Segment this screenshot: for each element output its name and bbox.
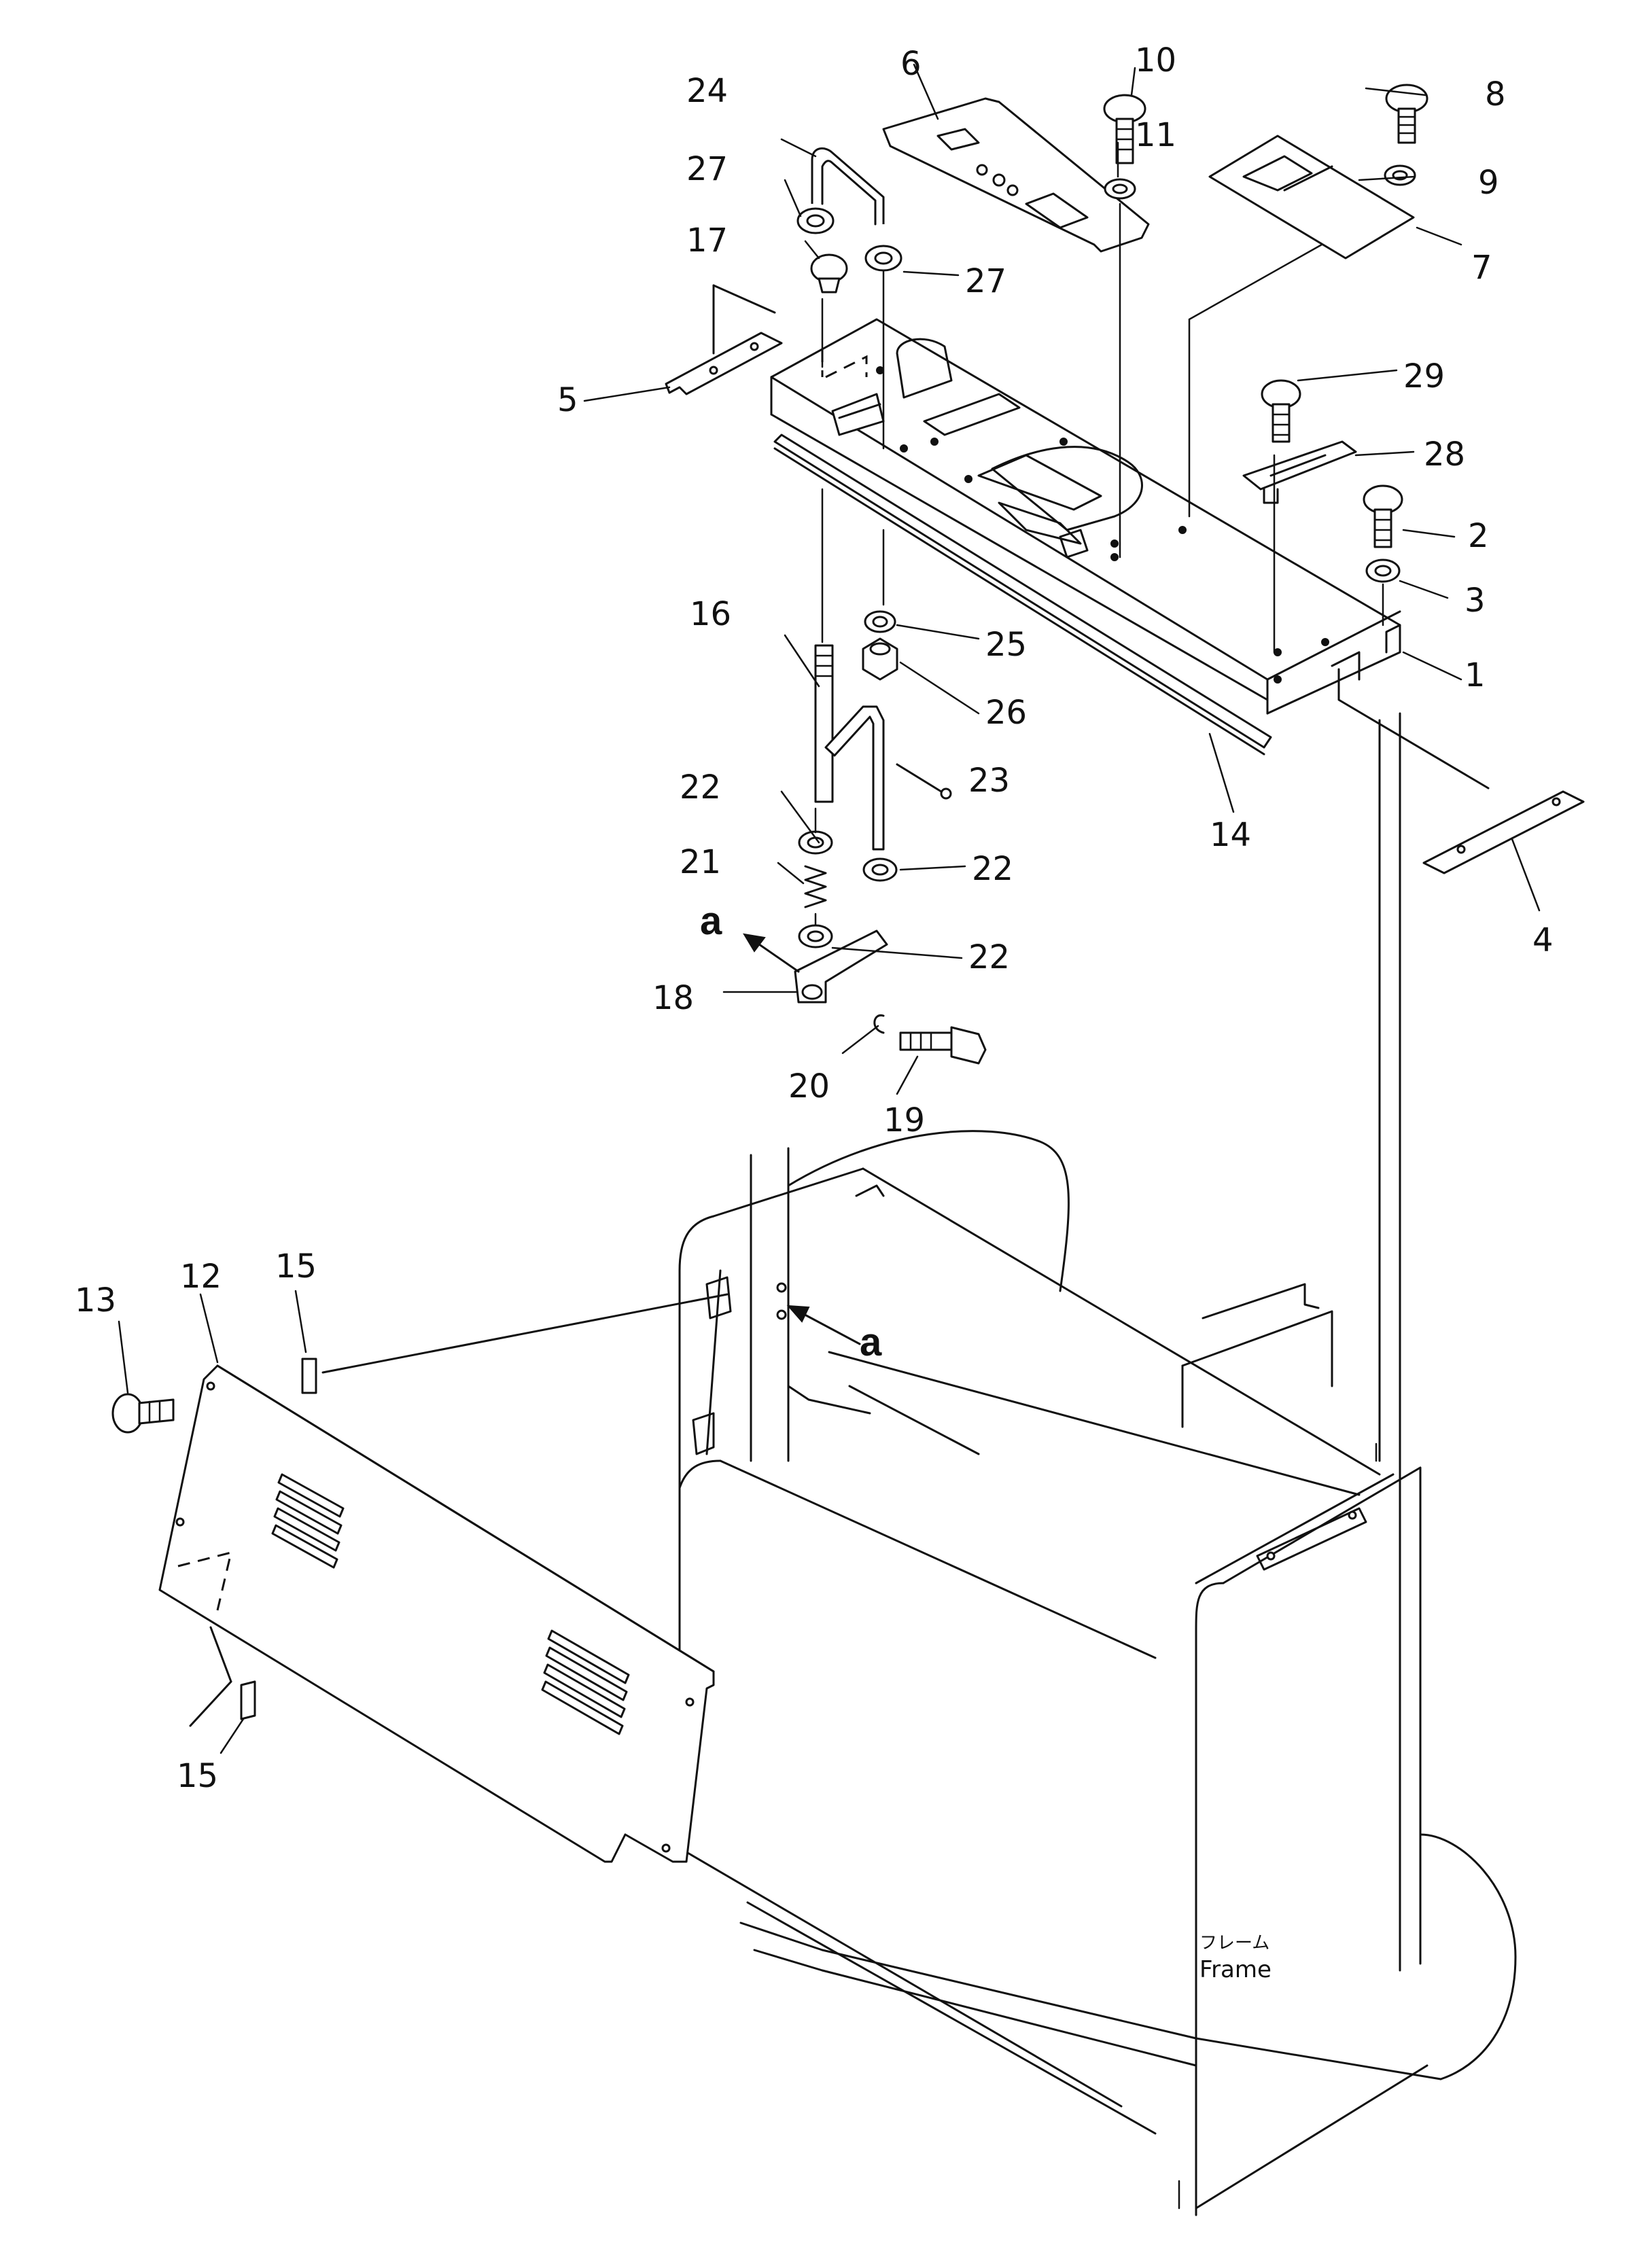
label-11: 11	[1135, 116, 1176, 154]
label-19: 19	[883, 1101, 925, 1139]
label-20: 20	[788, 1067, 830, 1105]
fastener-parts	[111, 84, 1585, 1863]
label-10: 10	[1135, 41, 1176, 79]
label-7: 7	[1471, 249, 1492, 287]
label-6: 6	[900, 45, 922, 83]
part-number-labels: 1 2 3 4 5 6 7 8 9 10 11 12 13 14 15 15 1…	[75, 41, 1554, 1983]
label-18: 18	[652, 979, 694, 1017]
label-12: 12	[180, 1258, 222, 1296]
frame-body	[678, 712, 1517, 2216]
assembly-guide-lines	[814, 202, 1384, 927]
label-2: 2	[1468, 517, 1489, 555]
label-13: 13	[75, 1281, 116, 1319]
label-22a: 22	[680, 768, 721, 807]
label-14: 14	[1210, 816, 1251, 854]
view-marker-a-lower: a	[860, 1320, 882, 1364]
label-1: 1	[1465, 656, 1486, 694]
label-29: 29	[1403, 357, 1445, 395]
label-8: 8	[1485, 75, 1506, 113]
label-22b: 22	[972, 850, 1013, 888]
leader-lines	[118, 63, 1541, 1754]
frame-label-japanese: フレーム	[1199, 1933, 1269, 1953]
label-28: 28	[1424, 436, 1465, 474]
view-marker-a-upper: a	[700, 899, 722, 943]
label-26: 26	[985, 694, 1027, 732]
label-22c: 22	[968, 938, 1010, 976]
label-3: 3	[1465, 582, 1486, 620]
label-23: 23	[968, 762, 1010, 800]
label-17: 17	[686, 222, 728, 260]
label-21: 21	[680, 843, 721, 881]
top-plate-assembly	[712, 284, 1490, 790]
label-4: 4	[1532, 921, 1554, 959]
label-15b: 15	[177, 1757, 218, 1795]
frame-label-english: Frame	[1199, 1956, 1272, 1983]
label-24: 24	[686, 72, 728, 110]
label-27a: 27	[686, 150, 728, 188]
label-9: 9	[1478, 164, 1499, 202]
label-25: 25	[985, 626, 1027, 664]
label-15a: 15	[275, 1247, 317, 1286]
label-5: 5	[557, 381, 578, 419]
label-27b: 27	[965, 262, 1006, 300]
label-16: 16	[690, 595, 731, 633]
